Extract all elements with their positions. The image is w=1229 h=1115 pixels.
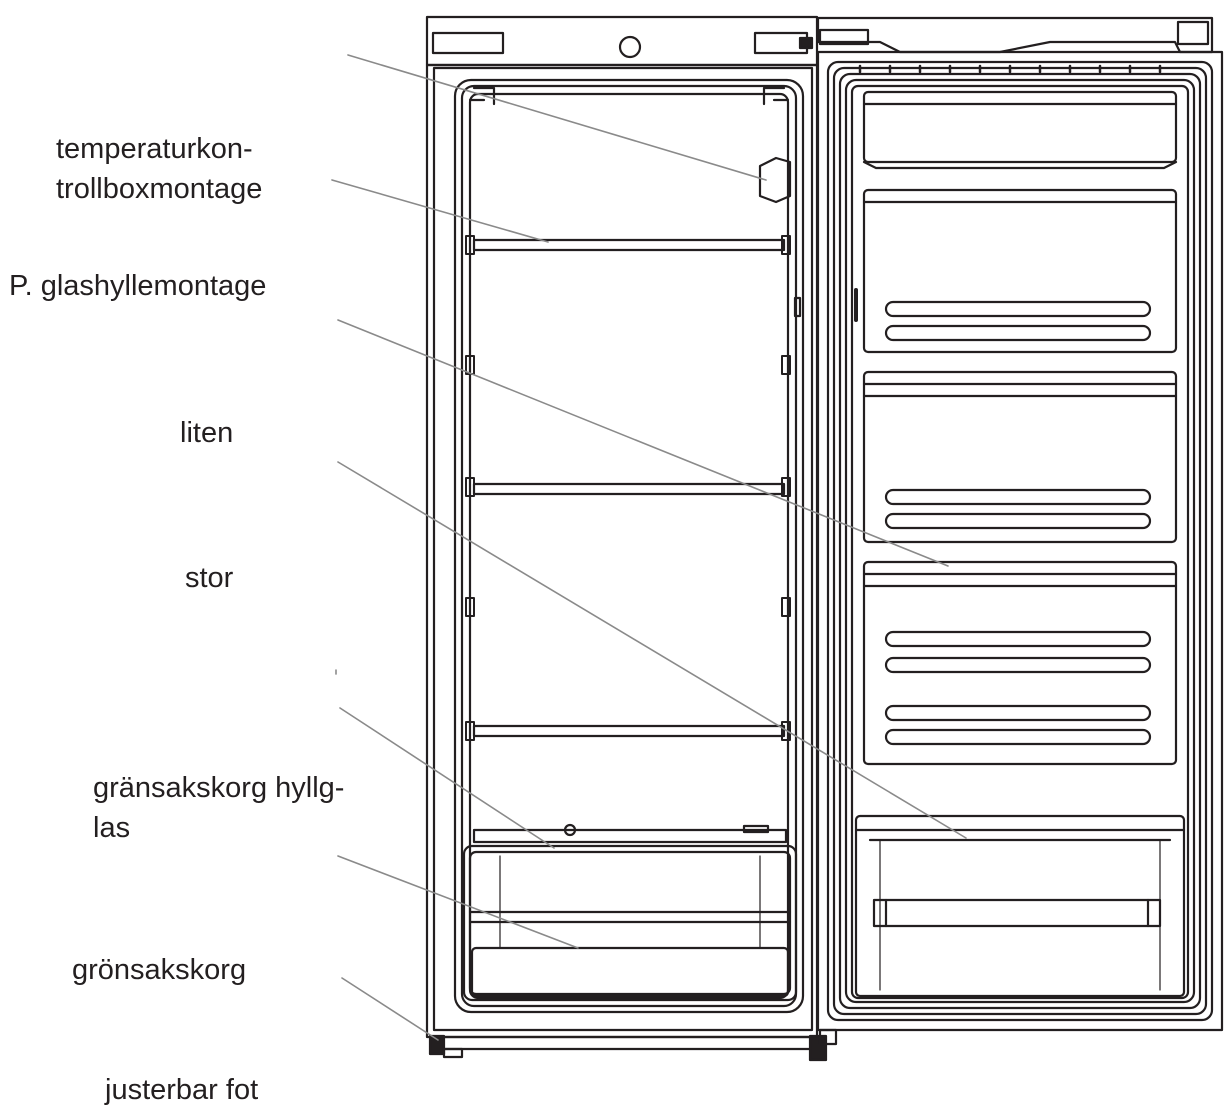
door-bin-bottom bbox=[854, 814, 1186, 998]
adjustable-foot-left bbox=[428, 1034, 446, 1056]
leader-small-bin bbox=[337, 319, 949, 567]
cabinet-body bbox=[425, 15, 828, 1062]
top-screw bbox=[618, 35, 642, 59]
label-adjustable-foot: justerbar fot bbox=[105, 1074, 259, 1106]
temperature-control-box bbox=[758, 156, 792, 204]
door-gasket-outer bbox=[826, 60, 1214, 1022]
glass-shelf-1 bbox=[472, 238, 786, 252]
door-bin-bottom-rail bbox=[872, 898, 1162, 928]
cabinet-plinth bbox=[430, 1035, 814, 1051]
door-top-cap bbox=[816, 16, 1214, 54]
shelf-supports bbox=[465, 235, 791, 741]
top-hinge bbox=[798, 36, 814, 50]
door-bin-1 bbox=[862, 188, 1178, 354]
crisper-glass-knob bbox=[563, 823, 577, 837]
door-top-handle-recess bbox=[818, 28, 870, 46]
leader-glass-shelf bbox=[331, 179, 549, 243]
door-gasket-2 bbox=[832, 66, 1208, 1016]
door-outer bbox=[816, 50, 1224, 1032]
cabinet-outer-inner bbox=[432, 66, 814, 1032]
crisper-glass-clip bbox=[742, 824, 770, 834]
door-bin-2 bbox=[862, 370, 1178, 544]
leader-lines bbox=[331, 54, 967, 1041]
crisper-glass-shelf bbox=[472, 828, 788, 844]
label-large: stor bbox=[185, 562, 234, 594]
crisper-front-panel bbox=[470, 946, 790, 998]
glass-shelf-3 bbox=[472, 724, 786, 738]
door-switch bbox=[793, 296, 802, 318]
door-hinge-bottom bbox=[818, 1028, 838, 1046]
cabinet-liner-inner bbox=[460, 84, 798, 1008]
leader-crisper-glass bbox=[339, 707, 555, 849]
door-bin-3 bbox=[862, 560, 1178, 766]
leader-temperature-control bbox=[347, 54, 767, 181]
crisper-drawer bbox=[462, 844, 798, 1002]
leader-adjustable-foot bbox=[341, 977, 439, 1041]
label-crisper-glass-line2: las bbox=[93, 812, 131, 844]
fridge-door bbox=[816, 16, 1224, 1046]
label-crisper-glass-line1: gränsakskorg hyllg- bbox=[93, 772, 345, 804]
door-gasket-inner bbox=[844, 78, 1196, 1004]
label-glass-shelf: P. glashyllemontage bbox=[9, 270, 267, 302]
door-top-corner bbox=[1176, 20, 1210, 46]
corner-bracket-right bbox=[762, 86, 790, 106]
door-liner bbox=[850, 84, 1190, 1000]
top-slot-left bbox=[431, 31, 505, 55]
cabinet-liner-inset bbox=[468, 92, 790, 1000]
cabinet-liner bbox=[453, 78, 805, 1014]
label-crisper: grönsakskorg bbox=[72, 954, 247, 986]
label-small: liten bbox=[180, 417, 234, 449]
foot-base bbox=[442, 1047, 464, 1059]
door-gasket-ticks bbox=[858, 64, 1162, 74]
door-gasket-3 bbox=[838, 72, 1202, 1010]
leader-crisper bbox=[337, 855, 579, 949]
door-shelf-1 bbox=[862, 90, 1178, 170]
glass-shelves bbox=[472, 238, 786, 738]
glass-shelf-2 bbox=[472, 482, 786, 496]
adjustable-foot-right bbox=[808, 1034, 828, 1062]
label-temperature-control-line1: temperaturkon- bbox=[56, 133, 253, 165]
leader-large-bin bbox=[337, 461, 967, 839]
label-temperature-control-line2: trollboxmontage bbox=[56, 173, 263, 205]
